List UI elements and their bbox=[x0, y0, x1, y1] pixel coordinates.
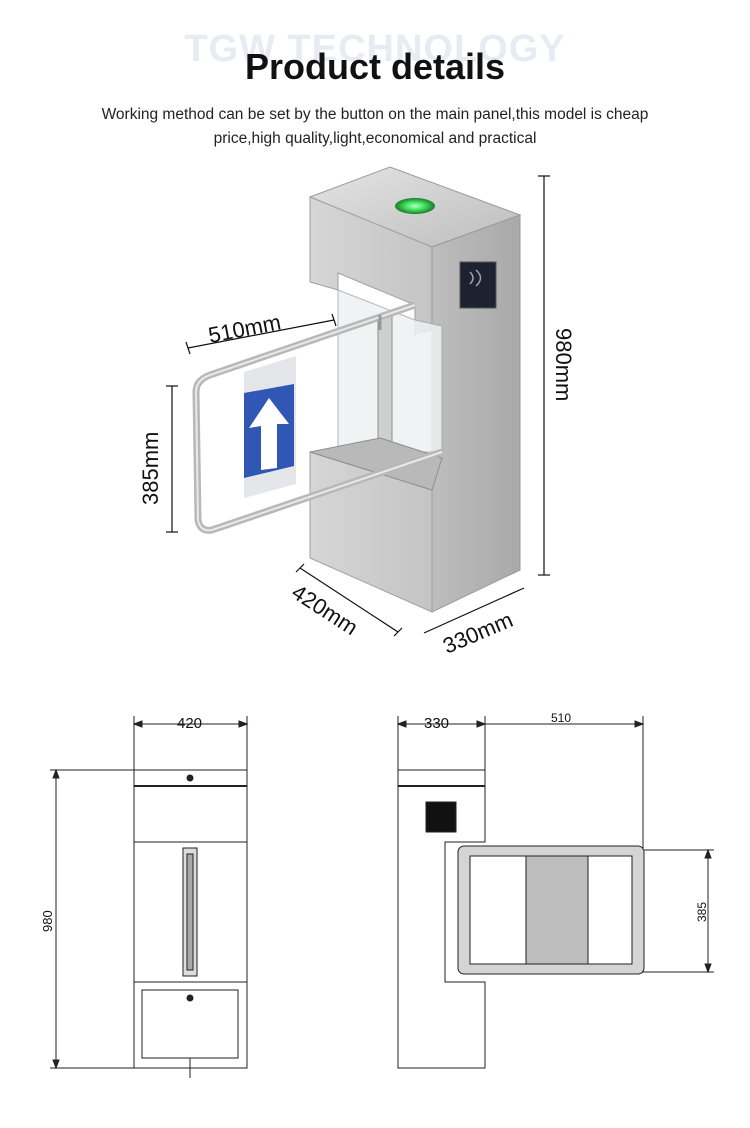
dim-depth: 420mm bbox=[287, 579, 362, 640]
side-dim-arm-height: 385 bbox=[695, 902, 709, 922]
cabinet-top bbox=[309, 437, 443, 491]
watermark: TGW TECHNOLOGY bbox=[184, 28, 566, 70]
page-title: Product details bbox=[244, 46, 506, 87]
side-dim-width: 330 bbox=[424, 715, 449, 732]
side-view-drawing bbox=[396, 716, 714, 1069]
dim-arm-height: 385mm bbox=[138, 432, 163, 505]
product-description: Working method can be set by the button … bbox=[101, 106, 649, 147]
front-view-drawing bbox=[50, 716, 249, 1078]
front-dim-width: 420 bbox=[177, 715, 202, 732]
arrow-icon bbox=[249, 398, 289, 470]
turnstile-render: 510mm 385mm 980mm 420mm 330mm bbox=[138, 166, 576, 659]
dim-arm-length: 510mm bbox=[206, 309, 283, 348]
front-dim-height: 980 bbox=[40, 910, 55, 932]
dim-height: 980mm bbox=[551, 328, 576, 401]
side-dim-arm-length: 510 bbox=[551, 711, 571, 725]
indicator-light bbox=[395, 198, 435, 214]
dim-width: 330mm bbox=[439, 607, 516, 659]
swing-arm bbox=[192, 301, 444, 534]
